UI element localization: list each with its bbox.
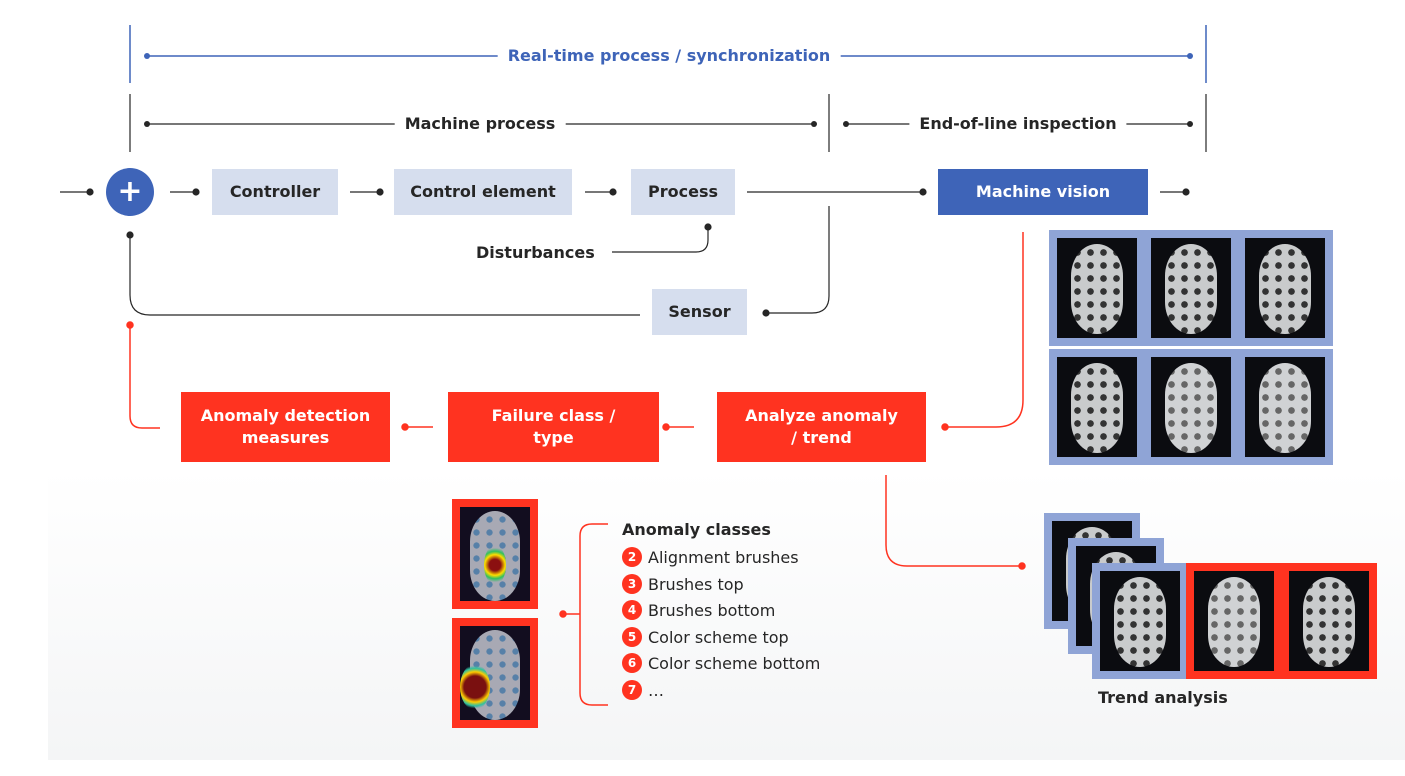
analyze-anomaly-block: Analyze anomaly / trend (717, 392, 926, 462)
number-badge: 2 (622, 547, 642, 567)
heatmap-image-alignment (452, 499, 538, 609)
inspection-image (1049, 230, 1145, 346)
anomaly-measures-block: Anomaly detection measures (181, 392, 390, 462)
control-element-block: Control element (394, 169, 572, 215)
anomaly-class-label: … (648, 680, 664, 700)
inspection-image (1143, 230, 1239, 346)
anomaly-class-label: Brushes bottom (648, 600, 776, 620)
number-badge: 6 (622, 653, 642, 673)
sensor-block: Sensor (652, 289, 747, 335)
anomaly-class-item: 7… (622, 680, 664, 700)
summing-junction: + (106, 168, 154, 216)
anomaly-class-item: 4 Brushes bottom (622, 600, 775, 620)
trend-analysis-label: Trend analysis (1098, 688, 1228, 707)
inspection-image (1049, 349, 1145, 465)
machine-vision-block: Machine vision (938, 169, 1148, 215)
trend-image-anomaly (1281, 563, 1377, 679)
inspection-image (1237, 230, 1333, 346)
inspection-image (1143, 349, 1239, 465)
anomaly-class-item: 2 Alignment brushes (622, 547, 799, 567)
end-of-line-span-label: End-of-line inspection (909, 114, 1127, 134)
trend-image-anomaly (1186, 563, 1282, 679)
anomaly-class-item: 5 Color scheme top (622, 627, 789, 647)
number-badge: 3 (622, 574, 642, 594)
realtime-span-label: Real-time process / synchronization (497, 46, 841, 66)
heatmap-image-bristles (452, 618, 538, 728)
anomaly-class-label: Alignment brushes (648, 547, 799, 567)
number-badge: 7 (622, 680, 642, 700)
anomaly-classes-title: Anomaly classes (622, 520, 771, 539)
number-badge: 5 (622, 627, 642, 647)
machine-process-span-label: Machine process (394, 114, 566, 134)
plus-icon: + (117, 174, 143, 209)
disturbances-label: Disturbances (476, 243, 595, 262)
trend-image-current (1092, 563, 1188, 679)
inspection-image (1237, 349, 1333, 465)
anomaly-class-item: 3 Brushes top (622, 574, 744, 594)
controller-block: Controller (212, 169, 338, 215)
failure-class-block: Failure class / type (448, 392, 659, 462)
anomaly-class-item: 6 Color scheme bottom (622, 653, 820, 673)
anomaly-class-label: Color scheme bottom (648, 653, 821, 673)
process-block: Process (631, 169, 735, 215)
number-badge: 4 (622, 600, 642, 620)
anomaly-class-label: Color scheme top (648, 627, 789, 647)
anomaly-class-label: Brushes top (648, 574, 744, 594)
